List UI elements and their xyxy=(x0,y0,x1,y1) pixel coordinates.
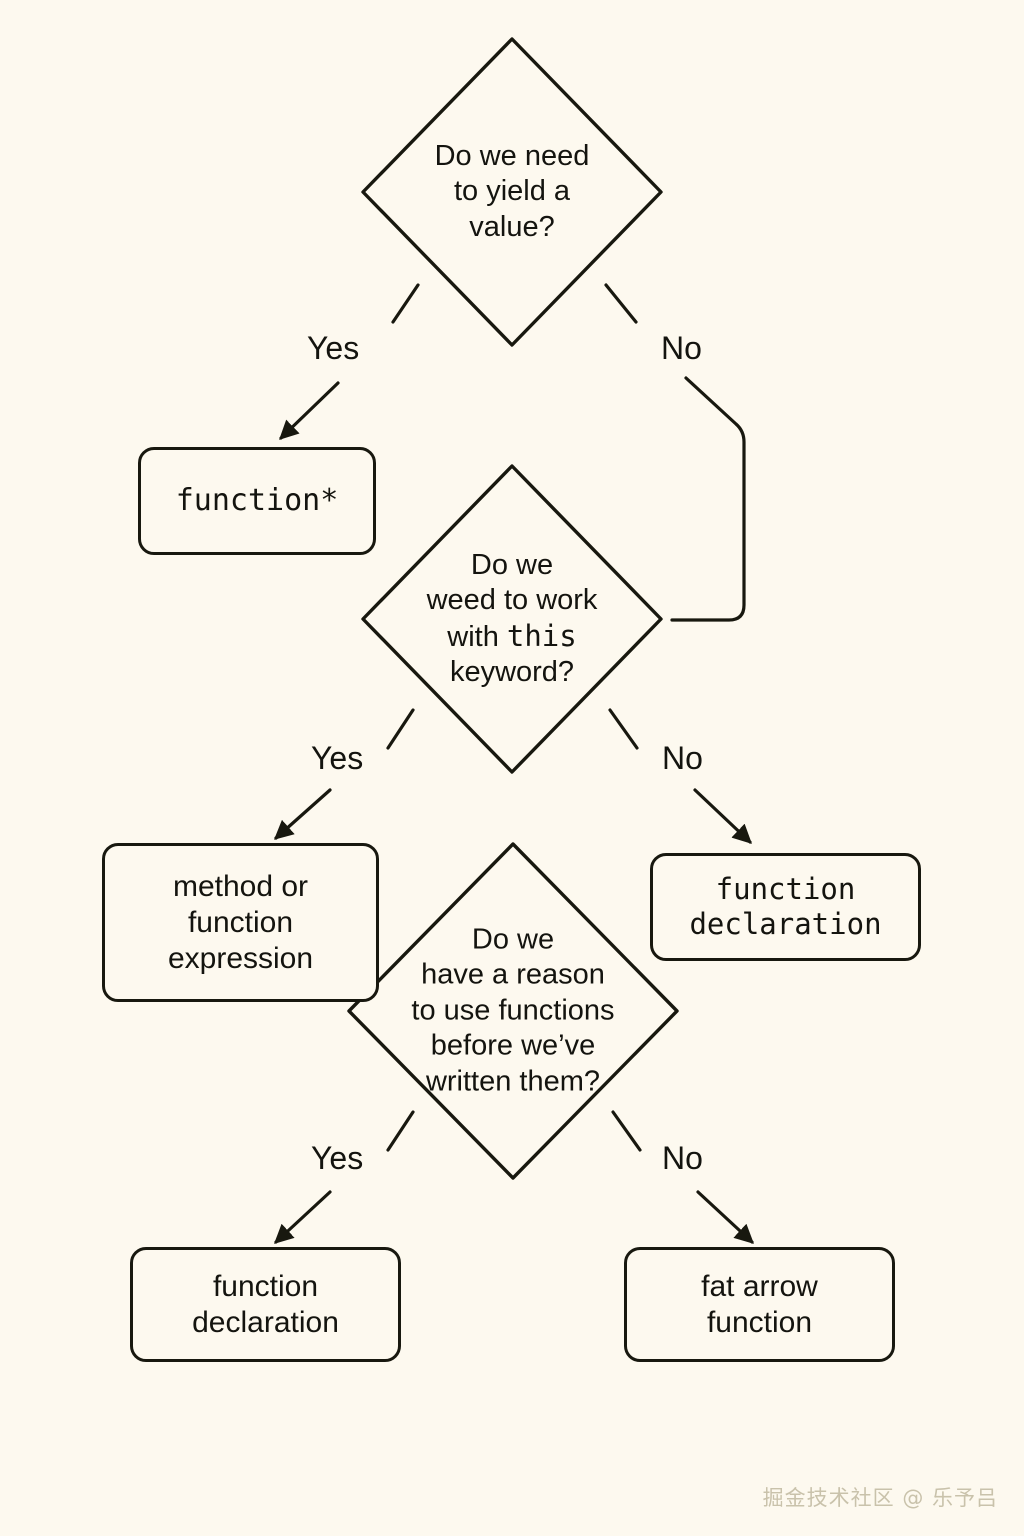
edge-label-yes-2: Yes xyxy=(305,740,370,777)
line: expression xyxy=(167,941,314,975)
edge-d1-no-elbow xyxy=(670,376,746,622)
line: have a reason xyxy=(421,958,605,991)
edge-d3-yes-arrow xyxy=(274,1190,332,1244)
line: Do we need xyxy=(434,139,590,172)
line: keyword? xyxy=(449,655,575,688)
line: Do we xyxy=(470,548,554,581)
edge-label-yes-1: Yes xyxy=(301,330,366,367)
code-keyword-this: this xyxy=(506,618,577,653)
outcome-function-declaration-right-label: function declaration xyxy=(689,872,881,942)
decision-this-keyword-label: Do we weed to work with this keyword? xyxy=(362,548,662,691)
outcome-fat-arrow-function[interactable]: fat arrow function xyxy=(624,1247,895,1362)
line: function xyxy=(187,905,294,939)
outcome-generator-function-label: function* xyxy=(175,483,339,518)
line: method or xyxy=(172,869,309,903)
watermark: 掘金技术社区 @ 乐予吕 xyxy=(762,1486,998,1510)
edge-d2-yes-arrow xyxy=(273,788,332,840)
decision-yield-value-label: Do we need to yield a value? xyxy=(362,139,662,245)
line: with this xyxy=(362,619,662,655)
line: weed to work xyxy=(426,584,598,617)
decision-this-keyword[interactable]: Do we weed to work with this keyword? xyxy=(357,460,667,778)
edge-d3-no-arrow xyxy=(696,1190,754,1244)
decision-yield-value[interactable]: Do we need to yield a value? xyxy=(357,33,667,351)
outcome-method-or-function-expression[interactable]: method or function expression xyxy=(102,843,379,1002)
line: to use functions xyxy=(411,994,615,1027)
line: value? xyxy=(469,210,555,243)
line: to yield a xyxy=(453,175,571,208)
edge-label-no-1: No xyxy=(655,330,708,367)
outcome-function-declaration-right[interactable]: function declaration xyxy=(650,853,921,961)
edge-label-no-3: No xyxy=(656,1140,709,1177)
line: before we’ve xyxy=(430,1029,596,1062)
edge-d1-yes-arrow xyxy=(279,381,340,440)
line: function xyxy=(706,1305,813,1339)
line: Do we xyxy=(471,923,555,956)
outcome-function-declaration-left-label: function declaration xyxy=(192,1269,339,1341)
edge-label-yes-3: Yes xyxy=(305,1140,370,1177)
edge-d2-no-arrow xyxy=(693,788,752,844)
line: declaration xyxy=(689,907,882,941)
line: written them? xyxy=(425,1065,601,1098)
line: declaration xyxy=(192,1305,339,1339)
line: fat arrow xyxy=(701,1269,818,1303)
outcome-generator-function[interactable]: function* xyxy=(138,447,376,555)
outcome-fat-arrow-function-label: fat arrow function xyxy=(701,1269,818,1341)
decision-hoisting-needed-label: Do we have a reason to use functions bef… xyxy=(363,923,663,1100)
decision-hoisting-needed[interactable]: Do we have a reason to use functions bef… xyxy=(343,838,683,1184)
line: function xyxy=(212,1269,319,1303)
edge-label-no-2: No xyxy=(656,740,709,777)
line-part: with xyxy=(447,620,507,653)
outcome-function-declaration-left[interactable]: function declaration xyxy=(130,1247,401,1362)
line: function xyxy=(715,872,856,907)
outcome-method-or-function-expression-label: method or function expression xyxy=(168,869,313,977)
